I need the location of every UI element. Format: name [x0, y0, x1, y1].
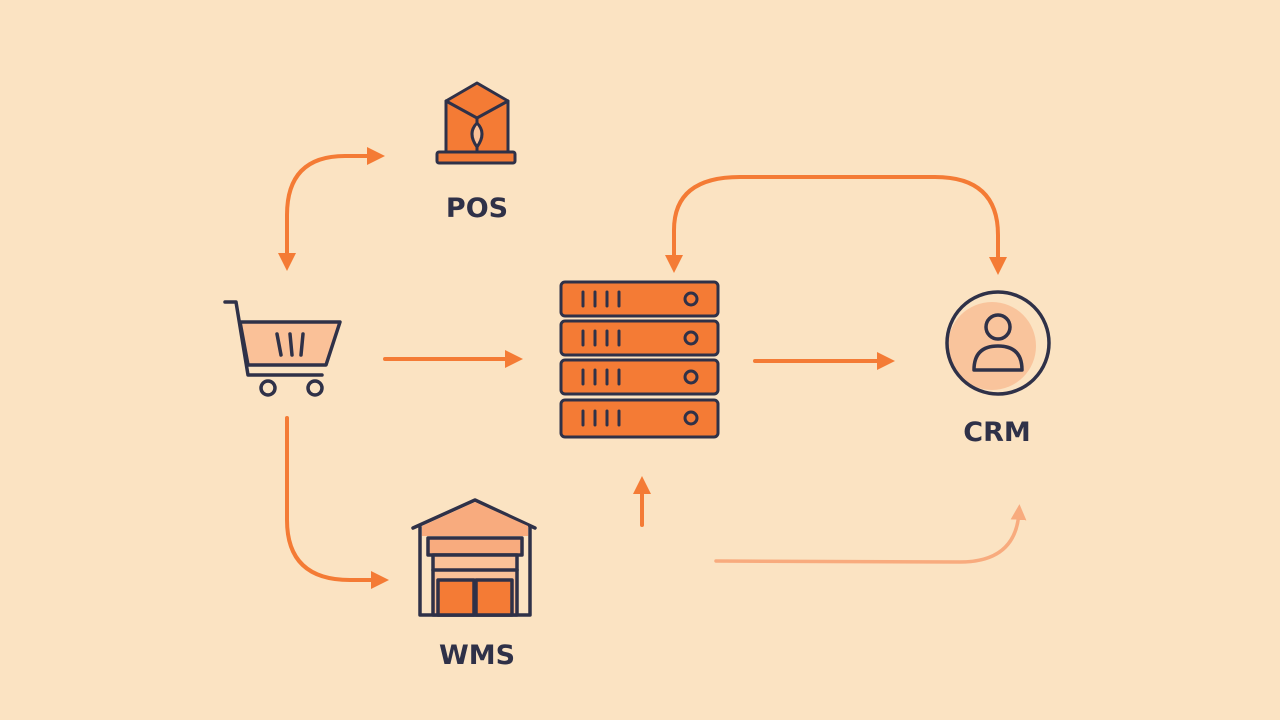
server-stack-icon — [559, 280, 720, 439]
user-profile-icon — [945, 290, 1051, 396]
server-unit — [559, 358, 720, 396]
pos-terminal-icon — [435, 81, 517, 165]
warehouse-icon — [411, 498, 537, 617]
server-unit — [559, 280, 720, 318]
crm-label: CRM — [963, 417, 1030, 448]
wms-label: WMS — [439, 640, 515, 671]
server-unit — [559, 319, 720, 357]
pos-label: POS — [446, 193, 508, 224]
arrow-server-crm-loop — [665, 175, 1007, 275]
shopping-cart-icon — [223, 300, 342, 397]
server-unit — [559, 398, 720, 439]
arrow-pos-cart — [278, 147, 385, 271]
arrow-cart-wms — [285, 416, 389, 589]
arrow-wms-crm-faint — [714, 504, 1027, 564]
connectors — [278, 147, 1027, 589]
